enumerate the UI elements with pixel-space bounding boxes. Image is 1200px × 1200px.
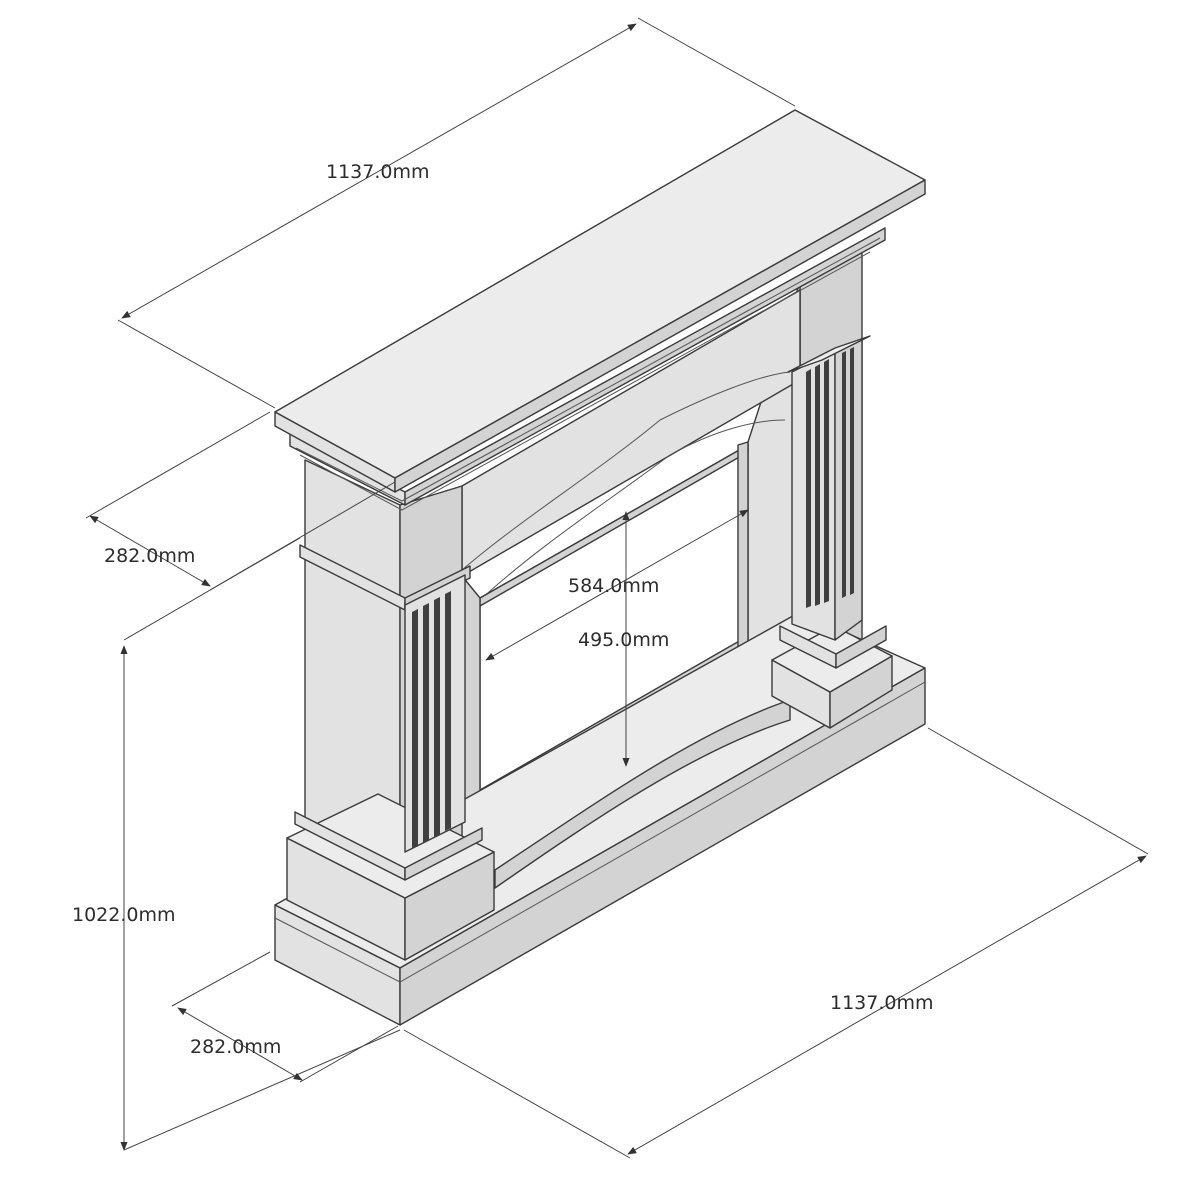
opening-width-label: 584.0mm xyxy=(568,575,659,597)
right-pilaster-side xyxy=(834,339,863,641)
top-depth-label: 282.0mm xyxy=(104,545,195,567)
right-plinth2-side xyxy=(835,625,887,669)
right-pilaster-cap xyxy=(787,335,871,373)
left-plinth2-side xyxy=(404,827,483,881)
cornice-detail xyxy=(295,237,881,502)
base-lip xyxy=(274,681,926,983)
mantel-shelf-right xyxy=(394,179,926,493)
fireplace-surround xyxy=(274,109,926,1026)
base-width-label: 1137.0mm xyxy=(830,992,934,1014)
hearth-curve xyxy=(494,699,791,889)
left-plinth-top xyxy=(286,793,495,899)
right-pilaster-flutes xyxy=(806,347,854,608)
opening-height-label: 495.0mm xyxy=(578,629,669,651)
dimension-annotations: 1137.0mm 282.0mm 584.0mm 495.0mm 1022.0m… xyxy=(72,17,1149,1159)
total-height-label: 1022.0mm xyxy=(72,904,176,926)
cornice-right xyxy=(404,227,886,506)
top-width-label: 1137.0mm xyxy=(326,161,430,183)
left-pilaster-flutes xyxy=(412,591,451,849)
base-depth-label: 282.0mm xyxy=(190,1036,281,1058)
cornice-detail-2 xyxy=(299,251,871,511)
